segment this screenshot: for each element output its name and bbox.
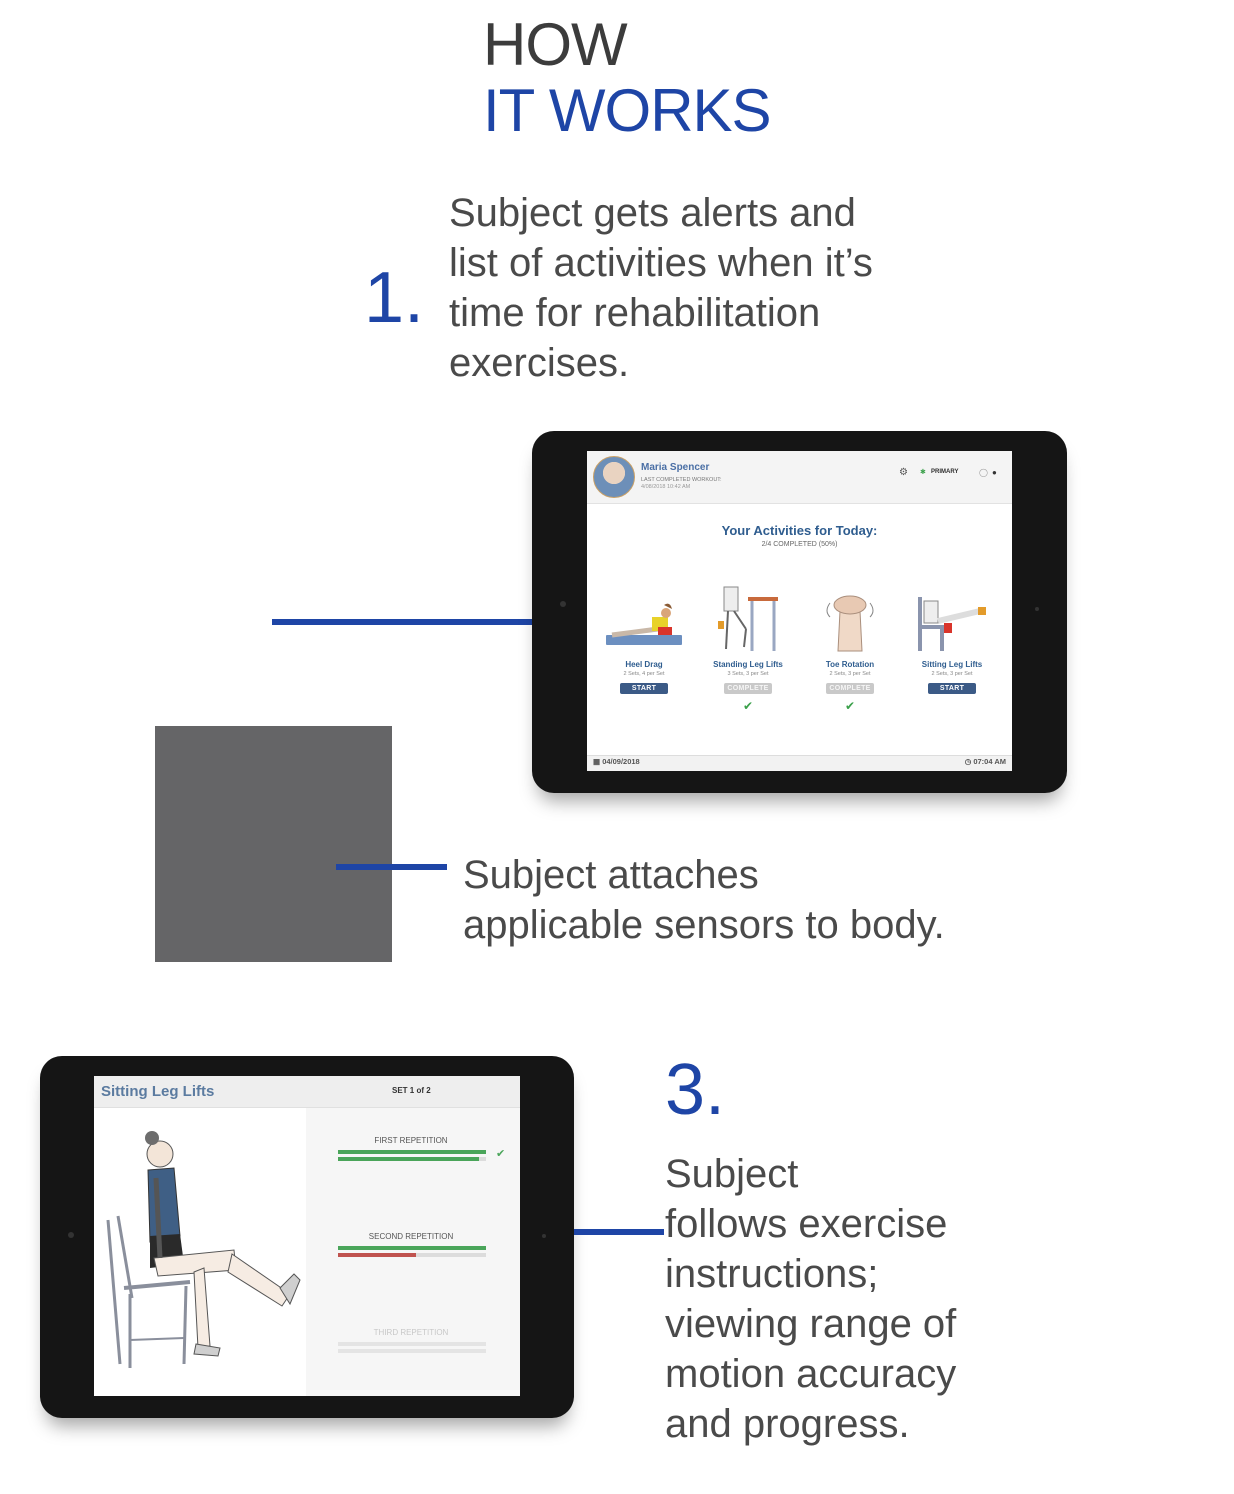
activities-title: Your Activities for Today: xyxy=(721,523,878,538)
app-footer xyxy=(587,755,1012,771)
step3-line: Subject xyxy=(665,1152,799,1196)
complete-button[interactable]: COMPLETE xyxy=(724,683,772,694)
exercise-illustration-panel xyxy=(94,1108,306,1396)
activity-meta: 2 Sets, 3 per Set xyxy=(829,671,871,677)
step1-line: list of activities when it’s xyxy=(449,241,873,285)
rep-label: THIRD REPETITION xyxy=(373,1328,449,1337)
step3-number: 3. xyxy=(665,1050,726,1130)
step2-line: applicable sensors to body. xyxy=(463,903,945,947)
user-name: Maria Spencer xyxy=(641,462,710,473)
heading-how: HOW xyxy=(483,11,628,78)
activity-card-sitting-leg-lifts[interactable]: Sitting Leg Lifts 2 Sets, 3 per Set STAR… xyxy=(907,591,997,695)
step3-line: viewing range of xyxy=(665,1302,957,1346)
footer-time: ◷ 07:04 AM xyxy=(965,757,1006,766)
start-button[interactable]: START xyxy=(928,683,976,694)
gear-icon[interactable]: ⚙ xyxy=(899,467,908,478)
rep-target-bar xyxy=(338,1342,486,1346)
activities-progress: 2/4 COMPLETED (50%) xyxy=(761,541,838,548)
step2-text: Subject attaches applicable sensors to b… xyxy=(463,850,945,950)
repetitions-panel: FIRST REPETITION ✔ SECOND REPETITION THI… xyxy=(306,1108,520,1396)
activities-screen: Maria Spencer LAST COMPLETED WORKOUT: 4/… xyxy=(587,451,1012,771)
last-workout-date: 4/08/2018 10:42 AM xyxy=(641,484,691,490)
step1-line: Subject gets alerts and xyxy=(449,191,856,235)
step1-number: 1. xyxy=(364,258,425,338)
clock-icon: ◷ xyxy=(964,757,972,766)
sensor-image-placeholder xyxy=(155,726,392,962)
exercise-screen: Sitting Leg Lifts SET 1 of 2 xyxy=(94,1076,520,1396)
leaf-icon: ✱ xyxy=(920,469,926,476)
clock-icon[interactable]: ◯ xyxy=(979,468,988,477)
sensor-dot xyxy=(542,1234,546,1238)
activity-meta: 2 Sets, 4 per Set xyxy=(623,671,665,677)
activity-card-heel-drag[interactable]: Heel Drag 2 Sets, 4 per Set START xyxy=(599,591,689,695)
calendar-icon: ▦ xyxy=(593,757,601,766)
set-indicator: SET 1 of 2 xyxy=(392,1086,431,1095)
complete-button[interactable]: COMPLETE xyxy=(826,683,874,694)
check-icon: ✔ xyxy=(742,699,754,713)
standing-leg-lifts-illustration xyxy=(718,586,778,651)
rep-actual-bar xyxy=(338,1349,486,1353)
tablet-exercise: Sitting Leg Lifts SET 1 of 2 xyxy=(40,1056,574,1418)
sensor-dot xyxy=(1035,607,1039,611)
rep-label: SECOND REPETITION xyxy=(368,1232,454,1241)
connector-line xyxy=(336,864,447,870)
rep-target-fill xyxy=(338,1246,486,1250)
activity-meta: 2 Sets, 3 per Set xyxy=(931,671,973,677)
camera-dot xyxy=(68,1232,74,1238)
camera-dot xyxy=(560,601,566,607)
activity-name: Sitting Leg Lifts xyxy=(921,660,983,669)
avatar[interactable] xyxy=(593,456,635,498)
step3-text: Subject follows exercise instructions; v… xyxy=(665,1149,956,1449)
rep-label: FIRST REPETITION xyxy=(374,1136,448,1145)
rep-actual-fill xyxy=(338,1253,417,1257)
footer-date-text: 04/09/2018 xyxy=(602,757,640,766)
step1-line: time for rehabilitation xyxy=(449,291,821,335)
step3-line: instructions; xyxy=(665,1252,879,1296)
info-icon[interactable]: ● xyxy=(992,468,997,477)
step1-text: Subject gets alerts and list of activiti… xyxy=(449,188,873,388)
connector-line xyxy=(272,619,538,625)
check-icon: ✔ xyxy=(496,1148,506,1160)
app-header xyxy=(587,451,1012,504)
check-icon: ✔ xyxy=(844,699,856,713)
tablet-activities: Maria Spencer LAST COMPLETED WORKOUT: 4/… xyxy=(532,431,1067,793)
connector-line xyxy=(574,1229,664,1235)
toe-rotation-illustration xyxy=(826,595,874,652)
footer-time-text: 07:04 AM xyxy=(973,757,1006,766)
rep-target-fill xyxy=(338,1150,486,1154)
step3-line: motion accuracy xyxy=(665,1352,957,1396)
sitting-leg-lift-figure xyxy=(106,1131,301,1368)
step3-line: follows exercise xyxy=(665,1202,948,1246)
activity-card-toe-rotation[interactable]: Toe Rotation 2 Sets, 3 per Set COMPLETE … xyxy=(805,591,895,713)
rep-actual-bar xyxy=(338,1157,486,1161)
exercise-title: Sitting Leg Lifts xyxy=(101,1083,215,1100)
step2-line: Subject attaches xyxy=(463,853,759,897)
activity-name: Standing Leg Lifts xyxy=(713,660,783,669)
sitting-leg-lifts-illustration xyxy=(918,597,986,651)
activity-name: Toe Rotation xyxy=(825,660,875,669)
brand-logo: PRIMARY xyxy=(931,469,959,475)
footer-date: ▦ 04/09/2018 xyxy=(593,757,640,766)
activity-name: Heel Drag xyxy=(625,660,663,669)
start-button[interactable]: START xyxy=(620,683,668,694)
last-workout-label: LAST COMPLETED WORKOUT: xyxy=(641,477,722,483)
step3-line: and progress. xyxy=(665,1402,910,1446)
exercise-header xyxy=(94,1076,520,1108)
step1-line: exercises. xyxy=(449,341,630,385)
activity-meta: 3 Sets, 3 per Set xyxy=(727,671,769,677)
rep-target-bar xyxy=(338,1246,486,1250)
rep-target-bar xyxy=(338,1150,486,1154)
rep-actual-bar xyxy=(338,1253,486,1257)
rep-actual-fill xyxy=(338,1157,479,1161)
heel-drag-illustration xyxy=(606,603,682,645)
activity-card-standing-leg-lifts[interactable]: Standing Leg Lifts 3 Sets, 3 per Set COM… xyxy=(703,585,793,713)
heading-it-works: IT WORKS xyxy=(483,77,772,144)
